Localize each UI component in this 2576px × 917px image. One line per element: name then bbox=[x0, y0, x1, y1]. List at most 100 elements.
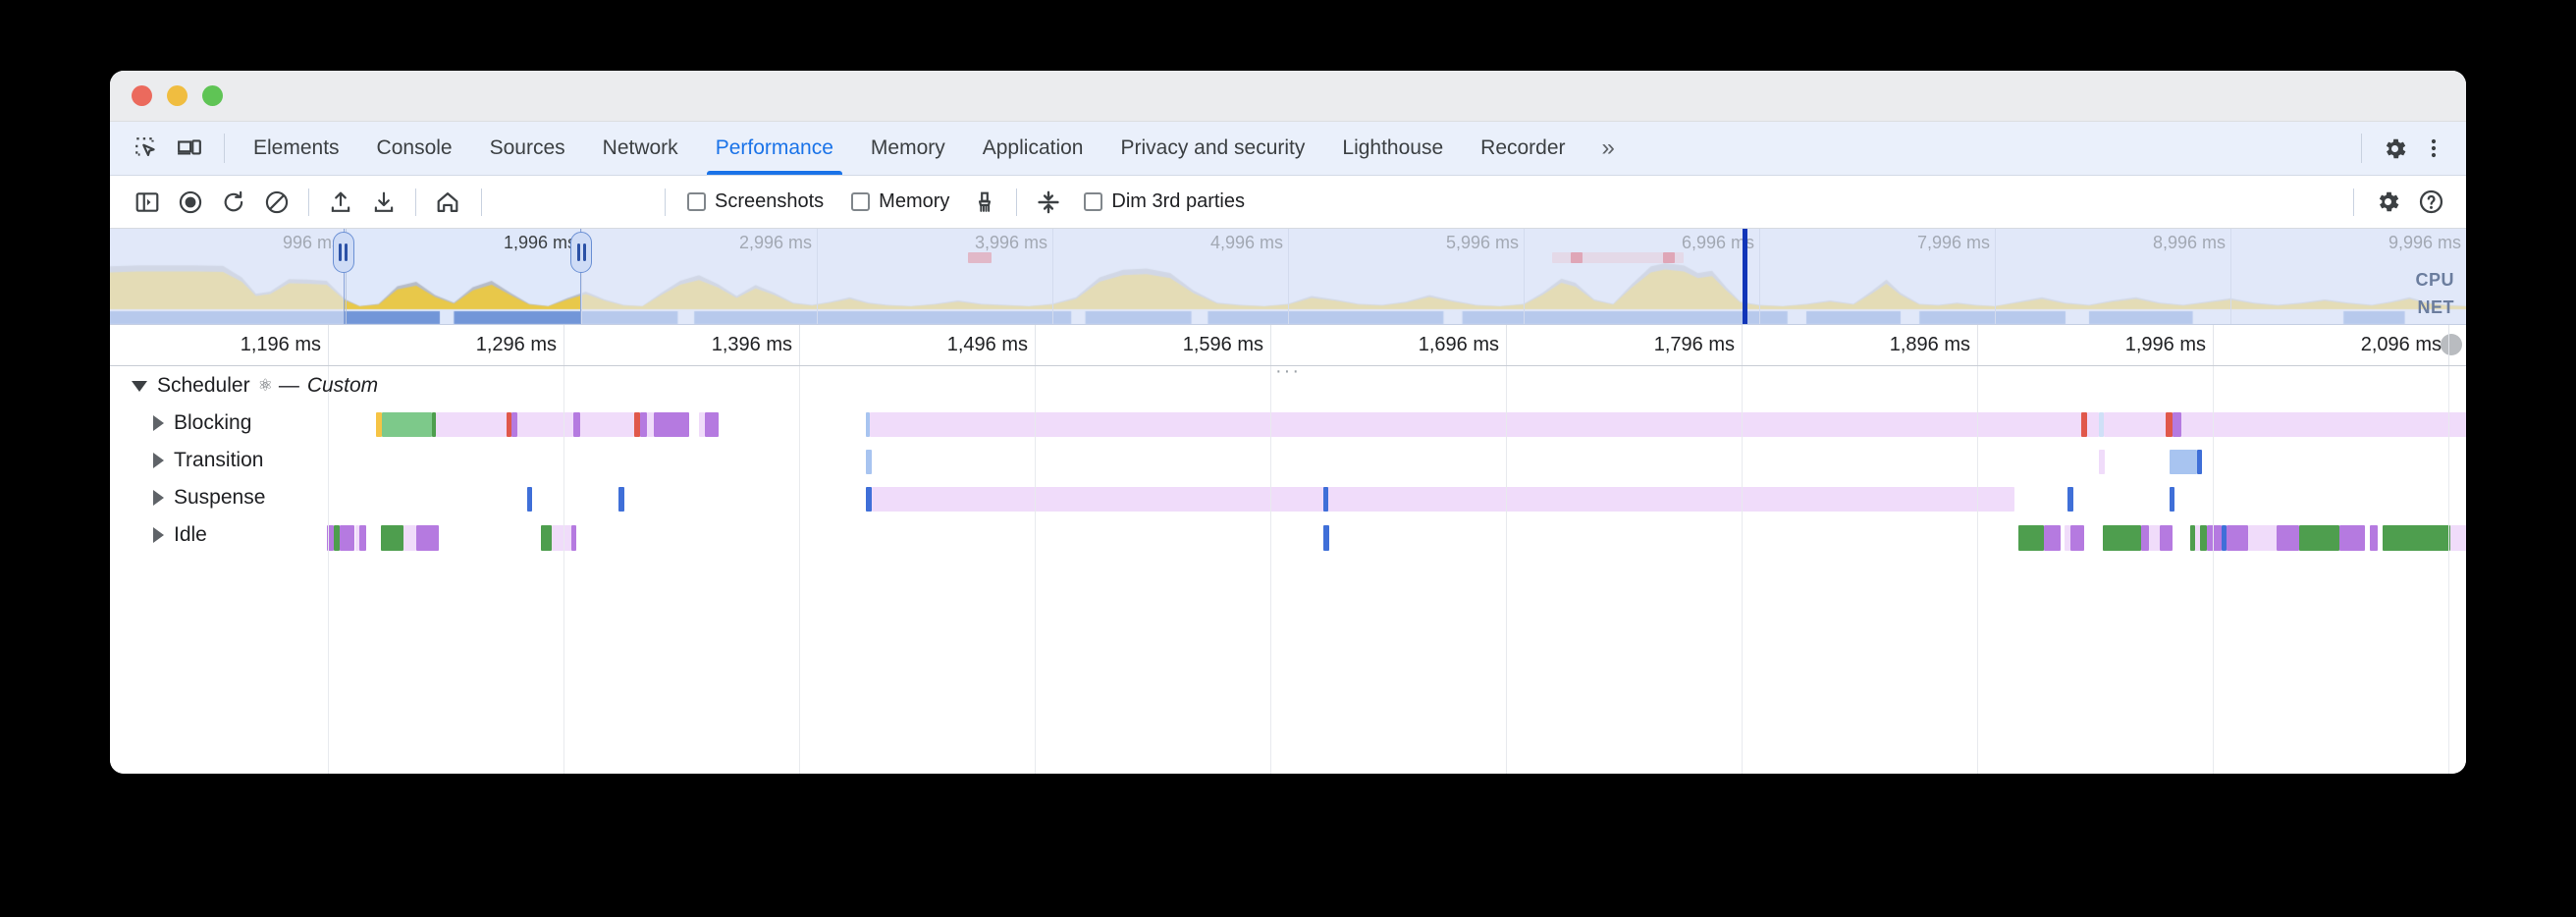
flame-event[interactable] bbox=[436, 412, 508, 437]
collapse-rows-icon[interactable] bbox=[1030, 184, 1067, 221]
tab-privacy-and-security[interactable]: Privacy and security bbox=[1120, 136, 1306, 159]
flame-event[interactable] bbox=[334, 525, 341, 551]
minimize-window-button[interactable] bbox=[167, 85, 188, 106]
expand-arrow-icon[interactable] bbox=[153, 415, 164, 431]
flame-event[interactable] bbox=[639, 412, 647, 437]
flame-event[interactable] bbox=[526, 487, 533, 512]
dim-3rd-parties-checkbox-box[interactable] bbox=[1084, 192, 1103, 211]
track-label-blocking[interactable]: Blocking bbox=[110, 404, 251, 443]
flame-event[interactable] bbox=[573, 412, 580, 437]
flame-event[interactable] bbox=[2169, 450, 2198, 474]
capture-settings-gear-icon[interactable] bbox=[2369, 184, 2406, 221]
flame-event[interactable] bbox=[2080, 412, 2088, 437]
download-profile-icon[interactable] bbox=[365, 184, 402, 221]
flame-event[interactable] bbox=[2369, 525, 2378, 551]
flame-event[interactable] bbox=[552, 525, 572, 551]
flame-event[interactable] bbox=[1323, 525, 1329, 551]
flame-event[interactable] bbox=[2226, 525, 2249, 551]
flame-event[interactable] bbox=[2190, 525, 2195, 551]
flame-chart-area[interactable]: Scheduler ⚛ — Custom Blocking Transition bbox=[110, 366, 2466, 774]
tab-sources[interactable]: Sources bbox=[489, 136, 565, 159]
flame-event[interactable] bbox=[2099, 412, 2105, 437]
flame-event[interactable] bbox=[866, 412, 871, 437]
flame-event[interactable] bbox=[633, 412, 640, 437]
flame-event[interactable] bbox=[2098, 450, 2105, 474]
flame-event[interactable] bbox=[2172, 412, 2181, 437]
flame-event[interactable] bbox=[507, 412, 512, 437]
flame-event[interactable] bbox=[2382, 525, 2451, 551]
tab-memory[interactable]: Memory bbox=[870, 136, 945, 159]
flame-event[interactable] bbox=[2299, 525, 2339, 551]
tab-application[interactable]: Application bbox=[982, 136, 1084, 159]
maximize-window-button[interactable] bbox=[202, 85, 223, 106]
flame-event[interactable] bbox=[1323, 487, 1329, 512]
flame-event[interactable] bbox=[2160, 525, 2174, 551]
flame-event[interactable] bbox=[646, 412, 654, 437]
resize-handle-dots[interactable]: ··· bbox=[1275, 360, 1301, 382]
record-icon[interactable] bbox=[172, 184, 209, 221]
overview-window-left-handle[interactable] bbox=[332, 232, 354, 273]
overview-window-right-handle[interactable] bbox=[570, 232, 592, 273]
flame-event[interactable] bbox=[2104, 412, 2166, 437]
track-label-suspense[interactable]: Suspense bbox=[110, 478, 265, 517]
tab-lighthouse[interactable]: Lighthouse bbox=[1342, 136, 1444, 159]
flame-event[interactable] bbox=[2180, 412, 2466, 437]
more-tabs-chevron-icon[interactable]: » bbox=[1601, 135, 1615, 161]
flame-event[interactable] bbox=[2064, 525, 2070, 551]
tab-recorder[interactable]: Recorder bbox=[1480, 136, 1566, 159]
flame-event[interactable] bbox=[382, 412, 432, 437]
flame-event[interactable] bbox=[2195, 525, 2201, 551]
flame-event[interactable] bbox=[354, 525, 360, 551]
flame-event[interactable] bbox=[866, 450, 873, 474]
flame-event[interactable] bbox=[340, 525, 354, 551]
flame-event[interactable] bbox=[326, 525, 334, 551]
flame-event[interactable] bbox=[571, 525, 577, 551]
flame-event[interactable] bbox=[376, 412, 383, 437]
track-label-scheduler[interactable]: Scheduler ⚛ — Custom bbox=[110, 366, 378, 405]
tab-elements[interactable]: Elements bbox=[253, 136, 340, 159]
track-row-suspense[interactable]: Suspense bbox=[110, 478, 2466, 517]
expand-arrow-icon[interactable] bbox=[153, 453, 164, 468]
upload-profile-icon[interactable] bbox=[322, 184, 359, 221]
track-row-transition[interactable]: Transition bbox=[110, 441, 2466, 480]
clear-recording-icon[interactable] bbox=[258, 184, 295, 221]
flame-event[interactable] bbox=[2338, 525, 2366, 551]
flame-event[interactable] bbox=[2248, 525, 2278, 551]
expand-arrow-icon[interactable] bbox=[153, 527, 164, 543]
flame-event[interactable] bbox=[653, 412, 689, 437]
help-icon[interactable] bbox=[2412, 184, 2449, 221]
flame-event[interactable] bbox=[511, 412, 517, 437]
inspect-element-icon[interactable] bbox=[128, 130, 165, 167]
flame-event[interactable] bbox=[381, 525, 403, 551]
flame-event[interactable] bbox=[2087, 412, 2100, 437]
flame-event[interactable] bbox=[2450, 525, 2466, 551]
flame-event[interactable] bbox=[2221, 525, 2227, 551]
flame-event[interactable] bbox=[2197, 450, 2202, 474]
flame-event[interactable] bbox=[541, 525, 552, 551]
flame-event[interactable] bbox=[618, 487, 624, 512]
track-row-scheduler[interactable]: Scheduler ⚛ — Custom bbox=[110, 366, 2466, 405]
flame-event[interactable] bbox=[872, 487, 2015, 512]
flame-event[interactable] bbox=[2044, 525, 2062, 551]
tab-network[interactable]: Network bbox=[602, 136, 678, 159]
flame-event[interactable] bbox=[2277, 525, 2300, 551]
horizontal-scroll-thumb[interactable] bbox=[2441, 334, 2462, 355]
track-row-blocking[interactable]: Blocking bbox=[110, 404, 2466, 443]
flame-event[interactable] bbox=[2169, 487, 2174, 512]
track-label-idle[interactable]: Idle bbox=[110, 515, 207, 555]
screenshots-checkbox-box[interactable] bbox=[687, 192, 706, 211]
flame-event[interactable] bbox=[402, 525, 416, 551]
flame-event[interactable] bbox=[516, 412, 574, 437]
flame-event[interactable] bbox=[699, 412, 705, 437]
flame-event[interactable] bbox=[2140, 525, 2150, 551]
flame-event[interactable] bbox=[2067, 487, 2074, 512]
screenshots-checkbox[interactable]: Screenshots bbox=[687, 190, 824, 213]
tab-performance[interactable]: Performance bbox=[697, 122, 852, 175]
device-toolbar-icon[interactable] bbox=[171, 130, 208, 167]
flame-event[interactable] bbox=[2149, 525, 2160, 551]
tab-console[interactable]: Console bbox=[376, 136, 453, 159]
flame-event[interactable] bbox=[866, 487, 873, 512]
settings-gear-icon[interactable] bbox=[2376, 130, 2413, 167]
flame-event[interactable] bbox=[431, 412, 437, 437]
